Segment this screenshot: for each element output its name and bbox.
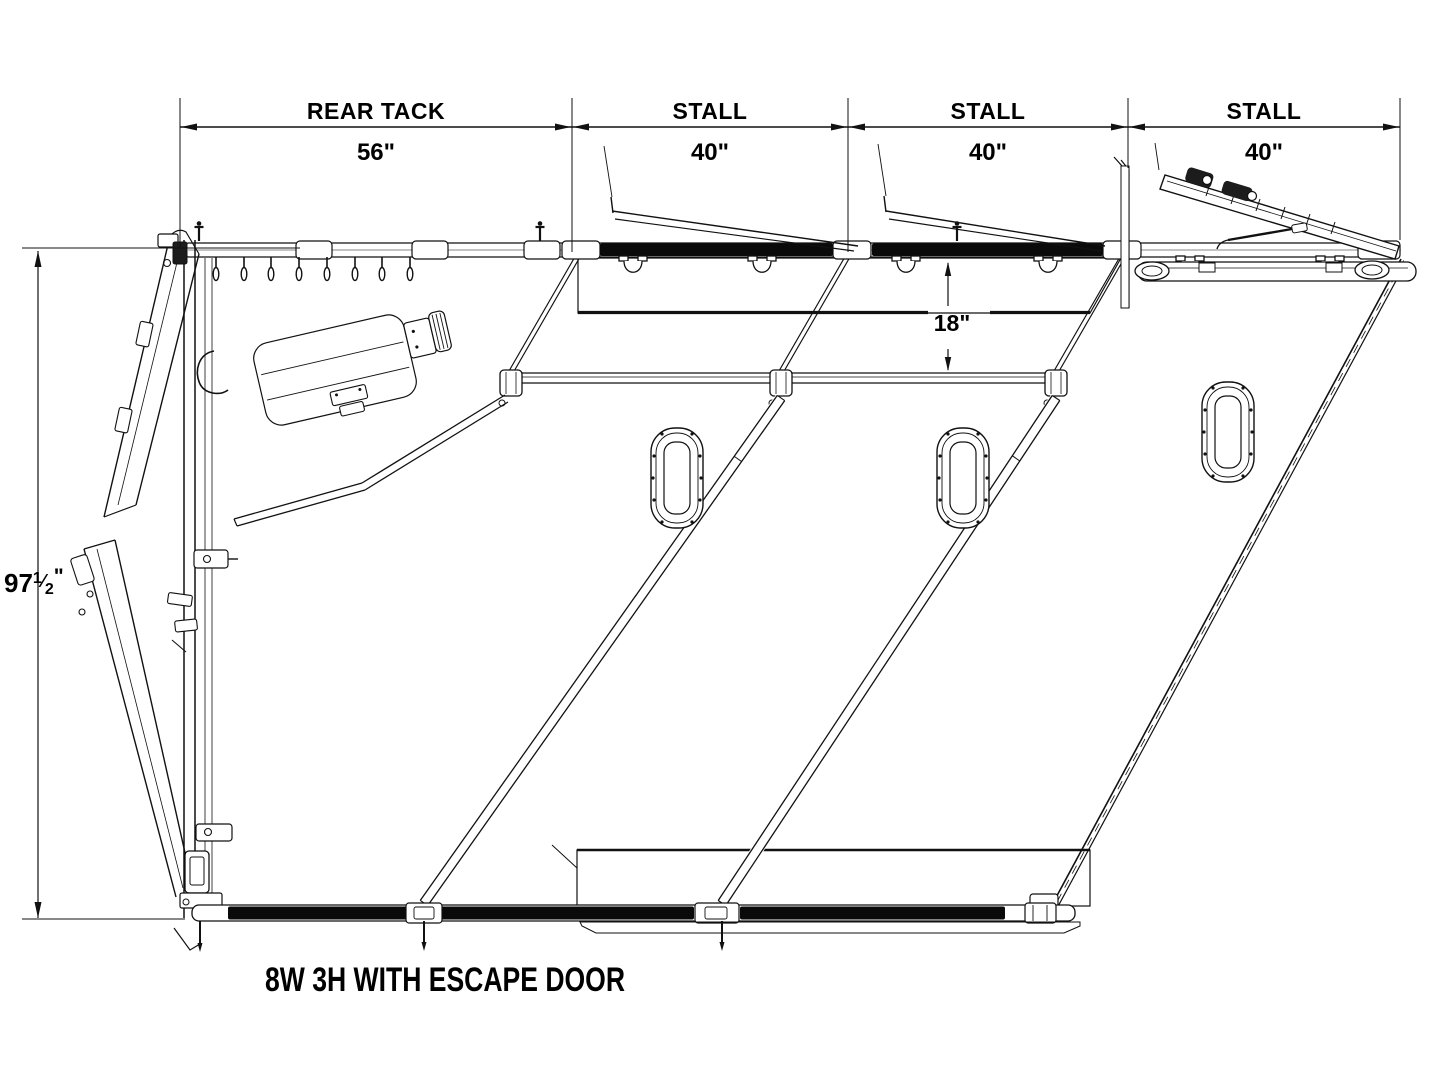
dim-rear-tack-label: REAR TACK — [307, 98, 445, 124]
dimension-head-height: 18" — [934, 262, 971, 371]
feed-flap-2 — [877, 143, 1106, 252]
wall-bracket-low — [195, 823, 233, 842]
floor-clamp — [694, 902, 740, 924]
tank-mount-bracket — [329, 384, 369, 417]
right-side-wall — [1029, 258, 1407, 920]
stall3-open-assembly — [1113, 142, 1417, 309]
stall-head-pad-2 — [872, 243, 1103, 256]
dim-stall1-value: 40" — [691, 139, 729, 166]
floor-clamp — [405, 902, 443, 924]
stored-divider-bar — [233, 394, 509, 527]
door-handle — [196, 350, 229, 395]
dim-rear-tack-value: 56" — [357, 139, 395, 166]
feed-flap-1 — [603, 145, 859, 252]
mid-rail-bracket — [498, 369, 523, 407]
floor-pad-bar — [191, 902, 1081, 951]
corner-hardware-bottom-left — [173, 850, 223, 952]
oval-plate-1 — [650, 427, 704, 529]
tack-hooks — [212, 257, 414, 282]
escape-door-lower-panel — [70, 539, 193, 898]
oval-plate-2 — [936, 427, 990, 529]
mid-rail — [498, 369, 1068, 407]
wall-latch-parts — [166, 592, 198, 653]
head-divider-panel — [577, 257, 1123, 315]
rail-pin — [194, 221, 962, 241]
floor-plate — [579, 921, 1081, 934]
dim-stall3-value: 40" — [1245, 139, 1283, 166]
stall-head-pad-1 — [600, 243, 833, 256]
wall-bracket-mid — [193, 549, 238, 569]
dim-stall1-label: STALL — [673, 98, 748, 124]
dimension-top: REAR TACK 56" STALL 40" STALL 40" STALL … — [179, 98, 1401, 252]
dim-height-text: 971⁄2" — [4, 565, 64, 598]
drawing-title: 8W 3H WITH ESCAPE DOOR — [265, 961, 625, 999]
floor-pin — [421, 921, 725, 951]
dimension-height: 971⁄2" — [4, 247, 300, 920]
dim-stall2-value: 40" — [969, 139, 1007, 166]
dim-stall2-label: STALL — [951, 98, 1026, 124]
oval-plate-3 — [1201, 381, 1255, 483]
front-wall — [166, 240, 238, 918]
escape-door-upper-panel — [103, 229, 229, 518]
hinge-cluster-top — [157, 233, 188, 268]
floor-clamp — [1024, 902, 1057, 924]
divider-sleeve-2 — [419, 394, 786, 907]
water-tank — [253, 310, 452, 426]
dim-head-value: 18" — [934, 310, 971, 336]
dim-stall3-label: STALL — [1227, 98, 1302, 124]
divider-sleeve-3 — [716, 394, 1062, 907]
lower-kick-panel — [551, 844, 1091, 907]
divider-top-posts — [508, 254, 1126, 374]
dimension-arrows — [181, 123, 1399, 131]
